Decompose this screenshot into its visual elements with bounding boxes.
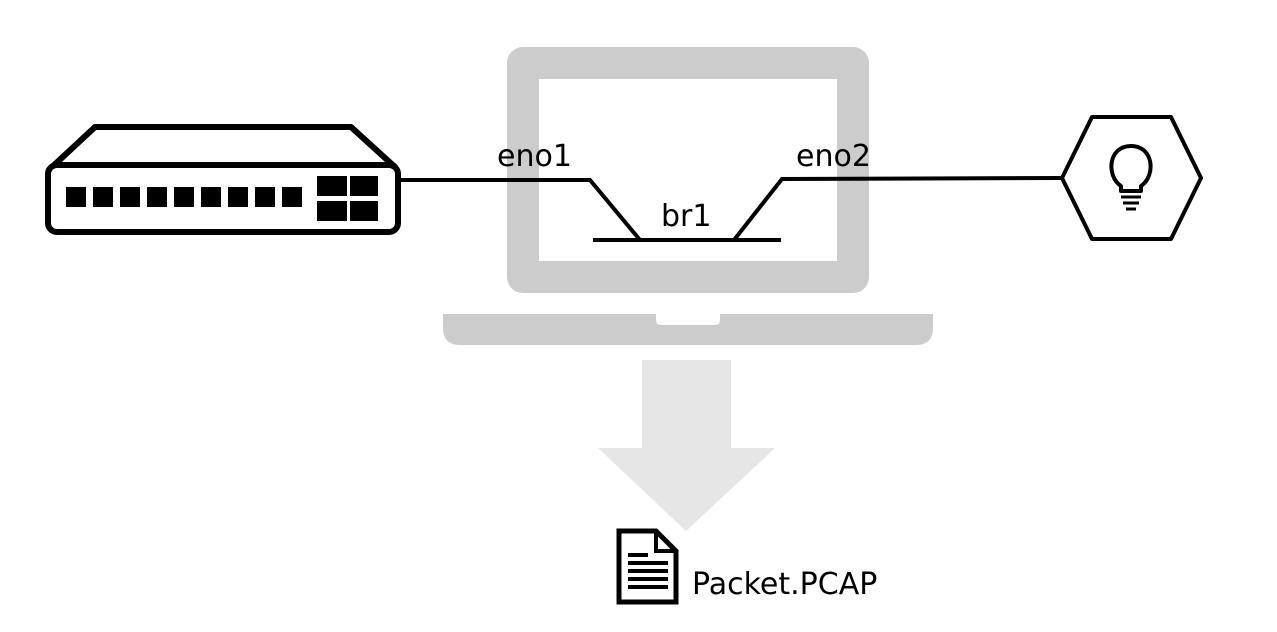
switch-port (174, 187, 194, 207)
eno2-link (732, 176, 1063, 242)
laptop-display (539, 79, 837, 261)
laptop-base (443, 314, 933, 345)
eno1-label: eno1 (497, 139, 572, 174)
switch-port (255, 187, 275, 207)
br1-label: br1 (661, 199, 711, 234)
eno2-label: eno2 (796, 139, 871, 174)
switch-port (93, 187, 113, 207)
switch-ports (66, 187, 302, 207)
switch-port (228, 187, 248, 207)
document-text-lines (628, 553, 668, 589)
switch-port (147, 187, 167, 207)
switch-port (66, 187, 86, 207)
pcap-file-label: Packet.PCAP (692, 567, 877, 602)
document-fold (654, 531, 676, 553)
switch-uplink-port (317, 201, 347, 221)
switch-uplink-port (317, 176, 347, 196)
lightbulb-hexagon-icon (1060, 115, 1203, 241)
bulb-glass (1109, 144, 1153, 193)
switch-top (49, 124, 398, 170)
network-switch-icon (45, 124, 401, 235)
document-icon (616, 528, 679, 605)
laptop-trackpad-notch (656, 314, 720, 325)
switch-uplink-port (350, 176, 378, 196)
down-arrow-icon (598, 360, 775, 531)
document-outline (616, 528, 679, 605)
switch-uplink-port (350, 201, 378, 221)
eno1-link (398, 178, 642, 242)
switch-port (120, 187, 140, 207)
switch-front (45, 162, 401, 235)
switch-port (282, 187, 302, 207)
laptop-icon (443, 47, 933, 345)
switch-port (201, 187, 221, 207)
